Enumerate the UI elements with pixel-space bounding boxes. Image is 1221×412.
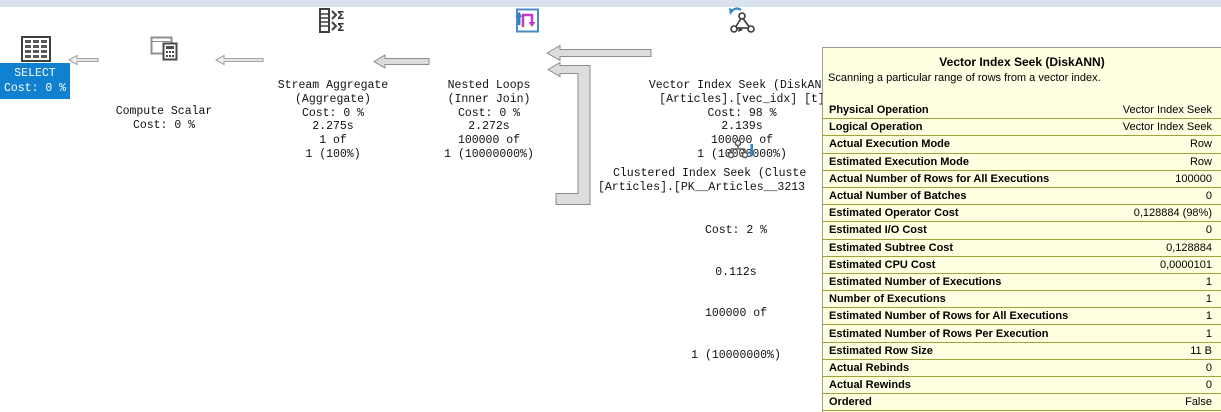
stream-aggregate-icon: Σ Σ — [319, 8, 345, 34]
tooltip-row-label: Ordered — [829, 396, 872, 409]
tooltip-row-value: 0 — [1205, 361, 1212, 374]
tooltip-row: Estimated Execution Mode Row — [823, 154, 1221, 171]
tooltip-row: Actual Number of Rows for All Executions… — [823, 171, 1221, 188]
tooltip-row-label: Number of Executions — [829, 293, 946, 306]
clustered-index-seek-icon — [727, 139, 755, 159]
tooltip-row-label: Estimated Subtree Cost — [829, 241, 954, 254]
tooltip-row-value: 0 — [1205, 224, 1212, 237]
tooltip-row-label: Estimated I/O Cost — [829, 224, 927, 237]
edge-select-compute-scalar[interactable] — [67, 54, 99, 66]
plan-node-text: Cost: 2 % 0.112s 100000 of 1 (10000000%) — [691, 223, 781, 362]
tooltip-row-value: 0 — [1205, 190, 1212, 203]
tooltip-row-value: 1 — [1205, 275, 1212, 288]
tooltip-row: Actual Rebinds 0 — [823, 360, 1221, 377]
operator-tooltip: Vector Index Seek (DiskANN) Scanning a p… — [822, 47, 1221, 412]
tooltip-row: Estimated Operator Cost 0,128884 (98%) — [823, 205, 1221, 223]
tooltip-row-label: Estimated Number of Rows Per Execution — [829, 327, 1049, 340]
tooltip-row-label: Estimated Execution Mode — [829, 155, 969, 168]
tooltip-row: Estimated Number of Executions 1 — [823, 274, 1221, 292]
select-node-highlight[interactable]: SELECT Cost: 0 % — [0, 63, 70, 99]
tooltip-row-value: 1 — [1205, 310, 1212, 323]
tooltip-row-value: 1 — [1205, 327, 1212, 340]
tooltip-row-value: 0,0000101 — [1160, 258, 1212, 271]
plan-node-text-line: Cost: 0 % — [3, 82, 67, 95]
tooltip-row-label: Actual Number of Batches — [829, 190, 967, 203]
plan-node-text: Vector Index Seek (DiskANN)[Articles].[v… — [648, 78, 836, 162]
plan-node-text-line: [Articles].[PK__Articles__3213 — [598, 181, 806, 194]
tooltip-row: Estimated Row Size 11 B — [823, 343, 1221, 360]
vector-index-seek-icon — [729, 7, 755, 33]
tooltip-row-value: 1 — [1205, 293, 1212, 306]
tooltip-row-value: Vector Index Seek — [1122, 121, 1212, 134]
plan-node-text-line: SELECT — [14, 67, 56, 80]
tooltip-row-label: Estimated CPU Cost — [829, 258, 936, 271]
tooltip-row-value: Row — [1189, 138, 1212, 151]
tooltip-row: Actual Rewinds 0 — [823, 377, 1221, 395]
tooltip-row: Estimated Number of Rows Per Execution 1 — [823, 325, 1221, 343]
tooltip-row-label: Logical Operation — [829, 121, 923, 134]
tooltip-row: Actual Execution Mode Row — [823, 136, 1221, 154]
tooltip-row-value: Vector Index Seek — [1122, 104, 1212, 117]
tooltip-row: Number of Executions 1 — [823, 291, 1221, 309]
edge-compute-scalar-stream-aggregate[interactable] — [214, 54, 264, 66]
edge-stream-aggregate-nested-loops[interactable] — [373, 54, 430, 69]
tooltip-row: Physical Operation Vector Index Seek — [823, 102, 1221, 120]
tooltip-row: Estimated CPU Cost 0,0000101 — [823, 257, 1221, 274]
tooltip-row: Estimated Number of Rows for All Executi… — [823, 308, 1221, 326]
tooltip-row: Estimated Subtree Cost 0,128884 — [823, 240, 1221, 257]
tooltip-row-label: Actual Rewinds — [829, 379, 911, 392]
plan-node-text-line: Clustered Index Seek (Cluste — [613, 167, 807, 180]
tooltip-row-value: 0,128884 — [1166, 241, 1212, 254]
tooltip-row-label: Actual Number of Rows for All Executions — [829, 172, 1050, 185]
tooltip-row: Estimated I/O Cost 0 — [823, 222, 1221, 240]
svg-text:Σ: Σ — [337, 9, 345, 22]
tooltip-row: Ordered False — [823, 394, 1221, 412]
tooltip-row-label: Estimated Number of Executions — [829, 275, 1002, 288]
tooltip-title: Vector Index Seek (DiskANN) — [939, 55, 1105, 69]
pane-top-strip — [0, 0, 1221, 7]
tooltip-row: Actual Number of Batches 0 — [823, 188, 1221, 206]
tooltip-row-label: Estimated Number of Rows for All Executi… — [829, 310, 1069, 323]
tooltip-row-label: Actual Execution Mode — [829, 138, 951, 151]
tooltip-row-value: 0 — [1205, 379, 1212, 392]
tooltip-row-value: 100000 — [1175, 172, 1212, 185]
plan-node-text: Stream Aggregate(Aggregate)Cost: 0 %2.27… — [277, 78, 389, 162]
compute-scalar-icon — [150, 36, 178, 61]
nested-loops-icon — [515, 8, 539, 33]
tooltip-row-value: 11 B — [1190, 344, 1212, 357]
tooltip-row-label: Physical Operation — [829, 104, 929, 117]
tooltip-rows: Physical Operation Vector Index Seek Log… — [823, 102, 1221, 412]
edge-nested-loops-clustered-index-seek[interactable] — [547, 61, 591, 205]
tooltip-description: Scanning a particular range of rows from… — [828, 72, 1101, 84]
tooltip-row-label: Estimated Operator Cost — [829, 207, 959, 220]
svg-text:Σ: Σ — [337, 21, 345, 34]
edge-nested-loops-vector-index-seek[interactable] — [545, 44, 652, 62]
tooltip-row-value: Row — [1189, 155, 1212, 168]
result-grid-icon — [21, 36, 51, 62]
tooltip-row: Logical Operation Vector Index Seek — [823, 119, 1221, 137]
tooltip-row-value: False — [1185, 396, 1212, 409]
tooltip-row-label: Estimated Row Size — [829, 344, 933, 357]
tooltip-row-label: Actual Rebinds — [829, 361, 910, 374]
tooltip-row-value: 0,128884 (98%) — [1133, 207, 1212, 220]
